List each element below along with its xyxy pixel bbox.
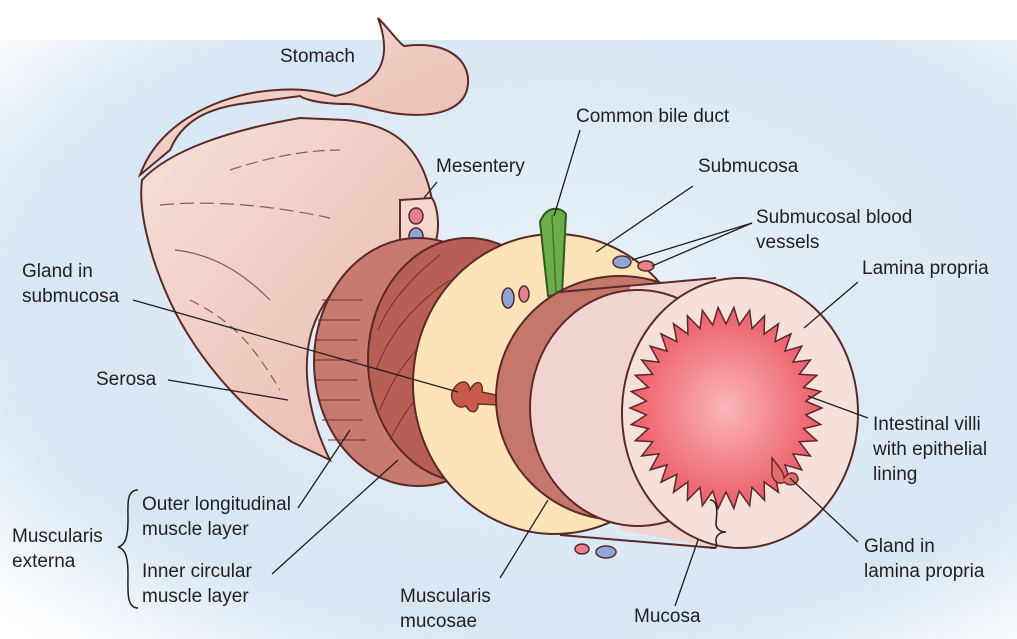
- label-line: vessels: [756, 232, 820, 253]
- label-inner-circular: Inner circular muscle layer: [142, 559, 252, 609]
- submucosal-vessel-3: [518, 285, 530, 303]
- stomach-shape: [137, 17, 470, 179]
- label-line: Muscularis: [400, 586, 491, 607]
- label-muscularis-mucosae: Muscularis mucosae: [400, 584, 491, 634]
- label-stomach: Stomach: [280, 44, 355, 69]
- submucosal-vein-1: [612, 255, 632, 269]
- label-common-bile-duct: Common bile duct: [576, 104, 729, 129]
- label-mesentery: Mesentery: [436, 154, 525, 179]
- label-line: Gland in: [864, 536, 935, 557]
- label-muscularis-externa: Muscularis externa: [12, 524, 103, 574]
- leader-villi: [807, 395, 869, 419]
- leader-outer-longitudinal: [297, 429, 351, 509]
- submucosal-vessel-4: [574, 543, 590, 555]
- leader-gland-lamina: [789, 477, 859, 543]
- leader-lamina-propria: [803, 281, 859, 329]
- label-line: Common bile duct: [576, 106, 730, 127]
- label-line: submucosa: [22, 286, 120, 307]
- mucosa-top-edge: [559, 277, 717, 293]
- leader-mucosa: [674, 539, 699, 607]
- label-line: Stomach: [280, 46, 355, 67]
- label-line: muscle layer: [142, 519, 249, 540]
- label-line: Mucosa: [634, 606, 701, 627]
- mesentery-artery: [408, 207, 424, 225]
- muscularis-externa-brace: [117, 489, 139, 609]
- label-line: Serosa: [96, 369, 157, 390]
- submucosal-vessel-2: [501, 287, 515, 309]
- leader-vessel-a: [631, 222, 753, 261]
- label-lamina-propria: Lamina propria: [862, 256, 989, 281]
- label-line: externa: [12, 551, 76, 572]
- serosa-vessels: [159, 149, 341, 391]
- label-line: Gland in: [22, 261, 93, 282]
- submucosal-artery-1: [637, 260, 655, 272]
- mucosa-bottom-edge: [559, 534, 717, 549]
- leader-muscularis-mucosae: [499, 499, 549, 579]
- label-line: Mesentery: [436, 156, 525, 177]
- label-line: Outer longitudinal: [142, 494, 291, 515]
- leader-mesentery: [423, 181, 438, 199]
- label-line: lamina propria: [864, 561, 985, 582]
- label-line: with epithelial: [873, 439, 988, 460]
- label-submucosa: Submucosa: [698, 154, 798, 179]
- leader-inner-circular: [271, 459, 399, 575]
- label-gland-in-lamina-propria: Gland in lamina propria: [864, 534, 984, 584]
- leader-submucosa: [595, 185, 694, 253]
- label-outer-longitudinal: Outer longitudinal muscle layer: [142, 492, 291, 542]
- label-mucosa: Mucosa: [634, 604, 701, 629]
- common-bile-duct: [538, 207, 568, 298]
- leader-lines: [132, 129, 869, 607]
- label-intestinal-villi: Intestinal villi with epithelial lining: [873, 412, 987, 487]
- outer-longitudinal-stripes: [315, 299, 366, 441]
- mucosa-brace: [709, 499, 727, 549]
- label-serosa: Serosa: [96, 367, 156, 392]
- gland-in-lamina-propria: [771, 455, 799, 486]
- label-gland-in-submucosa: Gland in submucosa: [22, 259, 119, 309]
- serosa-shape: [140, 116, 433, 463]
- label-line: mucosae: [400, 611, 478, 632]
- label-line: Lamina propria: [862, 258, 989, 279]
- leader-vessel-b: [651, 222, 753, 267]
- leader-gland-submucosa: [132, 299, 459, 393]
- label-line: Intestinal villi: [873, 414, 981, 435]
- intestinal-villi-lumen: [628, 305, 824, 511]
- label-line: Submucosa: [698, 156, 799, 177]
- bile-duct-highlight: [551, 214, 557, 293]
- label-line: Muscularis: [12, 526, 103, 547]
- submucosal-vessel-5: [595, 545, 617, 559]
- leader-serosa: [167, 379, 289, 401]
- label-line: Submucosal blood: [756, 207, 913, 228]
- label-line: lining: [873, 464, 918, 485]
- label-submucosal-blood-vessels: Submucosal blood vessels: [756, 205, 912, 255]
- label-line: muscle layer: [142, 586, 249, 607]
- leader-bile-duct: [553, 129, 581, 217]
- label-line: Inner circular: [142, 561, 252, 582]
